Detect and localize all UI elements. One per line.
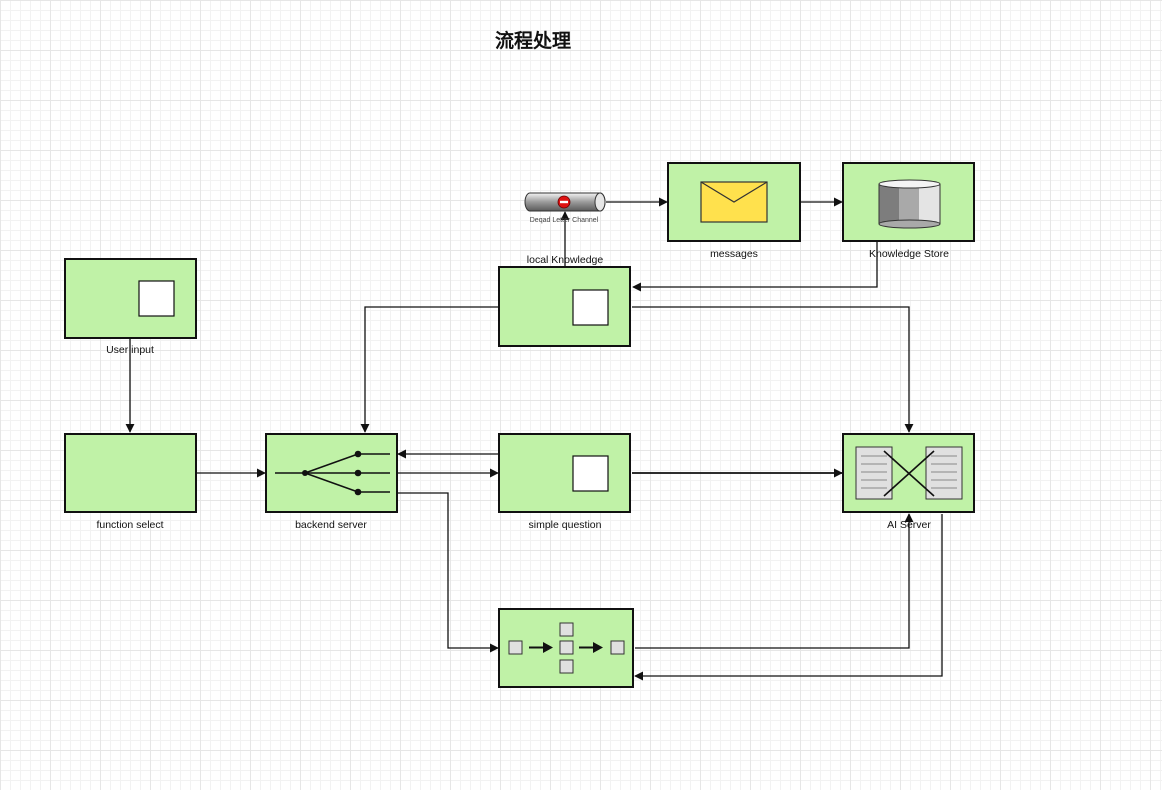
- edge-ai-server-to-process-manager[interactable]: [634, 514, 943, 681]
- edge-process-manager-to-ai-server[interactable]: [635, 513, 914, 649]
- recipient-list-icon: [275, 450, 390, 496]
- node-backend-server[interactable]: backend server: [265, 433, 398, 531]
- node-function-select-label: function select: [96, 519, 163, 531]
- node-user-input-label: User input: [106, 344, 154, 356]
- node-dead-letter-channel[interactable]: Deqad Letter Channel: [524, 192, 606, 224]
- database-icon: [878, 179, 941, 229]
- node-local-knowledge-box: [498, 266, 631, 347]
- node-process-manager[interactable]: [498, 608, 634, 688]
- edges: [125, 197, 943, 681]
- dead-letter-pipe-icon: [524, 192, 606, 212]
- node-backend-server-label: backend server: [295, 519, 367, 531]
- node-messages[interactable]: messages: [667, 162, 801, 260]
- process-manager-icon: [508, 622, 625, 674]
- node-function-select-box: [64, 433, 197, 513]
- node-simple-question-box: [498, 433, 631, 513]
- diagram-title: 流程处理: [495, 29, 571, 52]
- envelope-icon: [700, 181, 768, 223]
- node-dead-letter-channel-label: Deqad Letter Channel: [530, 217, 599, 224]
- node-simple-question[interactable]: simple question: [498, 433, 631, 531]
- node-user-input[interactable]: User input: [64, 258, 197, 356]
- edge-knowledge-store-to-local-knowledge[interactable]: [632, 242, 878, 292]
- square-icon: [138, 280, 175, 317]
- node-ai-server-label: AI Server: [887, 519, 931, 531]
- edge-backend-server-to-process-manager[interactable]: [398, 492, 499, 653]
- edge-local-knowledge-to-ai-server[interactable]: [632, 306, 914, 433]
- message-translator-icon: [855, 446, 963, 500]
- square-icon: [572, 455, 609, 492]
- node-local-knowledge-label: local Knowledge: [527, 254, 604, 266]
- node-local-knowledge[interactable]: local Knowledge: [498, 254, 631, 347]
- edge-local-knowledge-to-backend-server[interactable]: [360, 306, 498, 433]
- square-icon: [572, 289, 609, 326]
- node-user-input-box: [64, 258, 197, 339]
- node-simple-question-label: simple question: [529, 519, 602, 531]
- node-knowledge-store-label: Knowledge Store: [869, 248, 949, 260]
- node-knowledge-store[interactable]: Knowledge Store: [842, 162, 975, 260]
- node-messages-label: messages: [710, 248, 758, 260]
- node-ai-server[interactable]: AI Server: [842, 433, 975, 531]
- node-function-select[interactable]: function select: [64, 433, 197, 531]
